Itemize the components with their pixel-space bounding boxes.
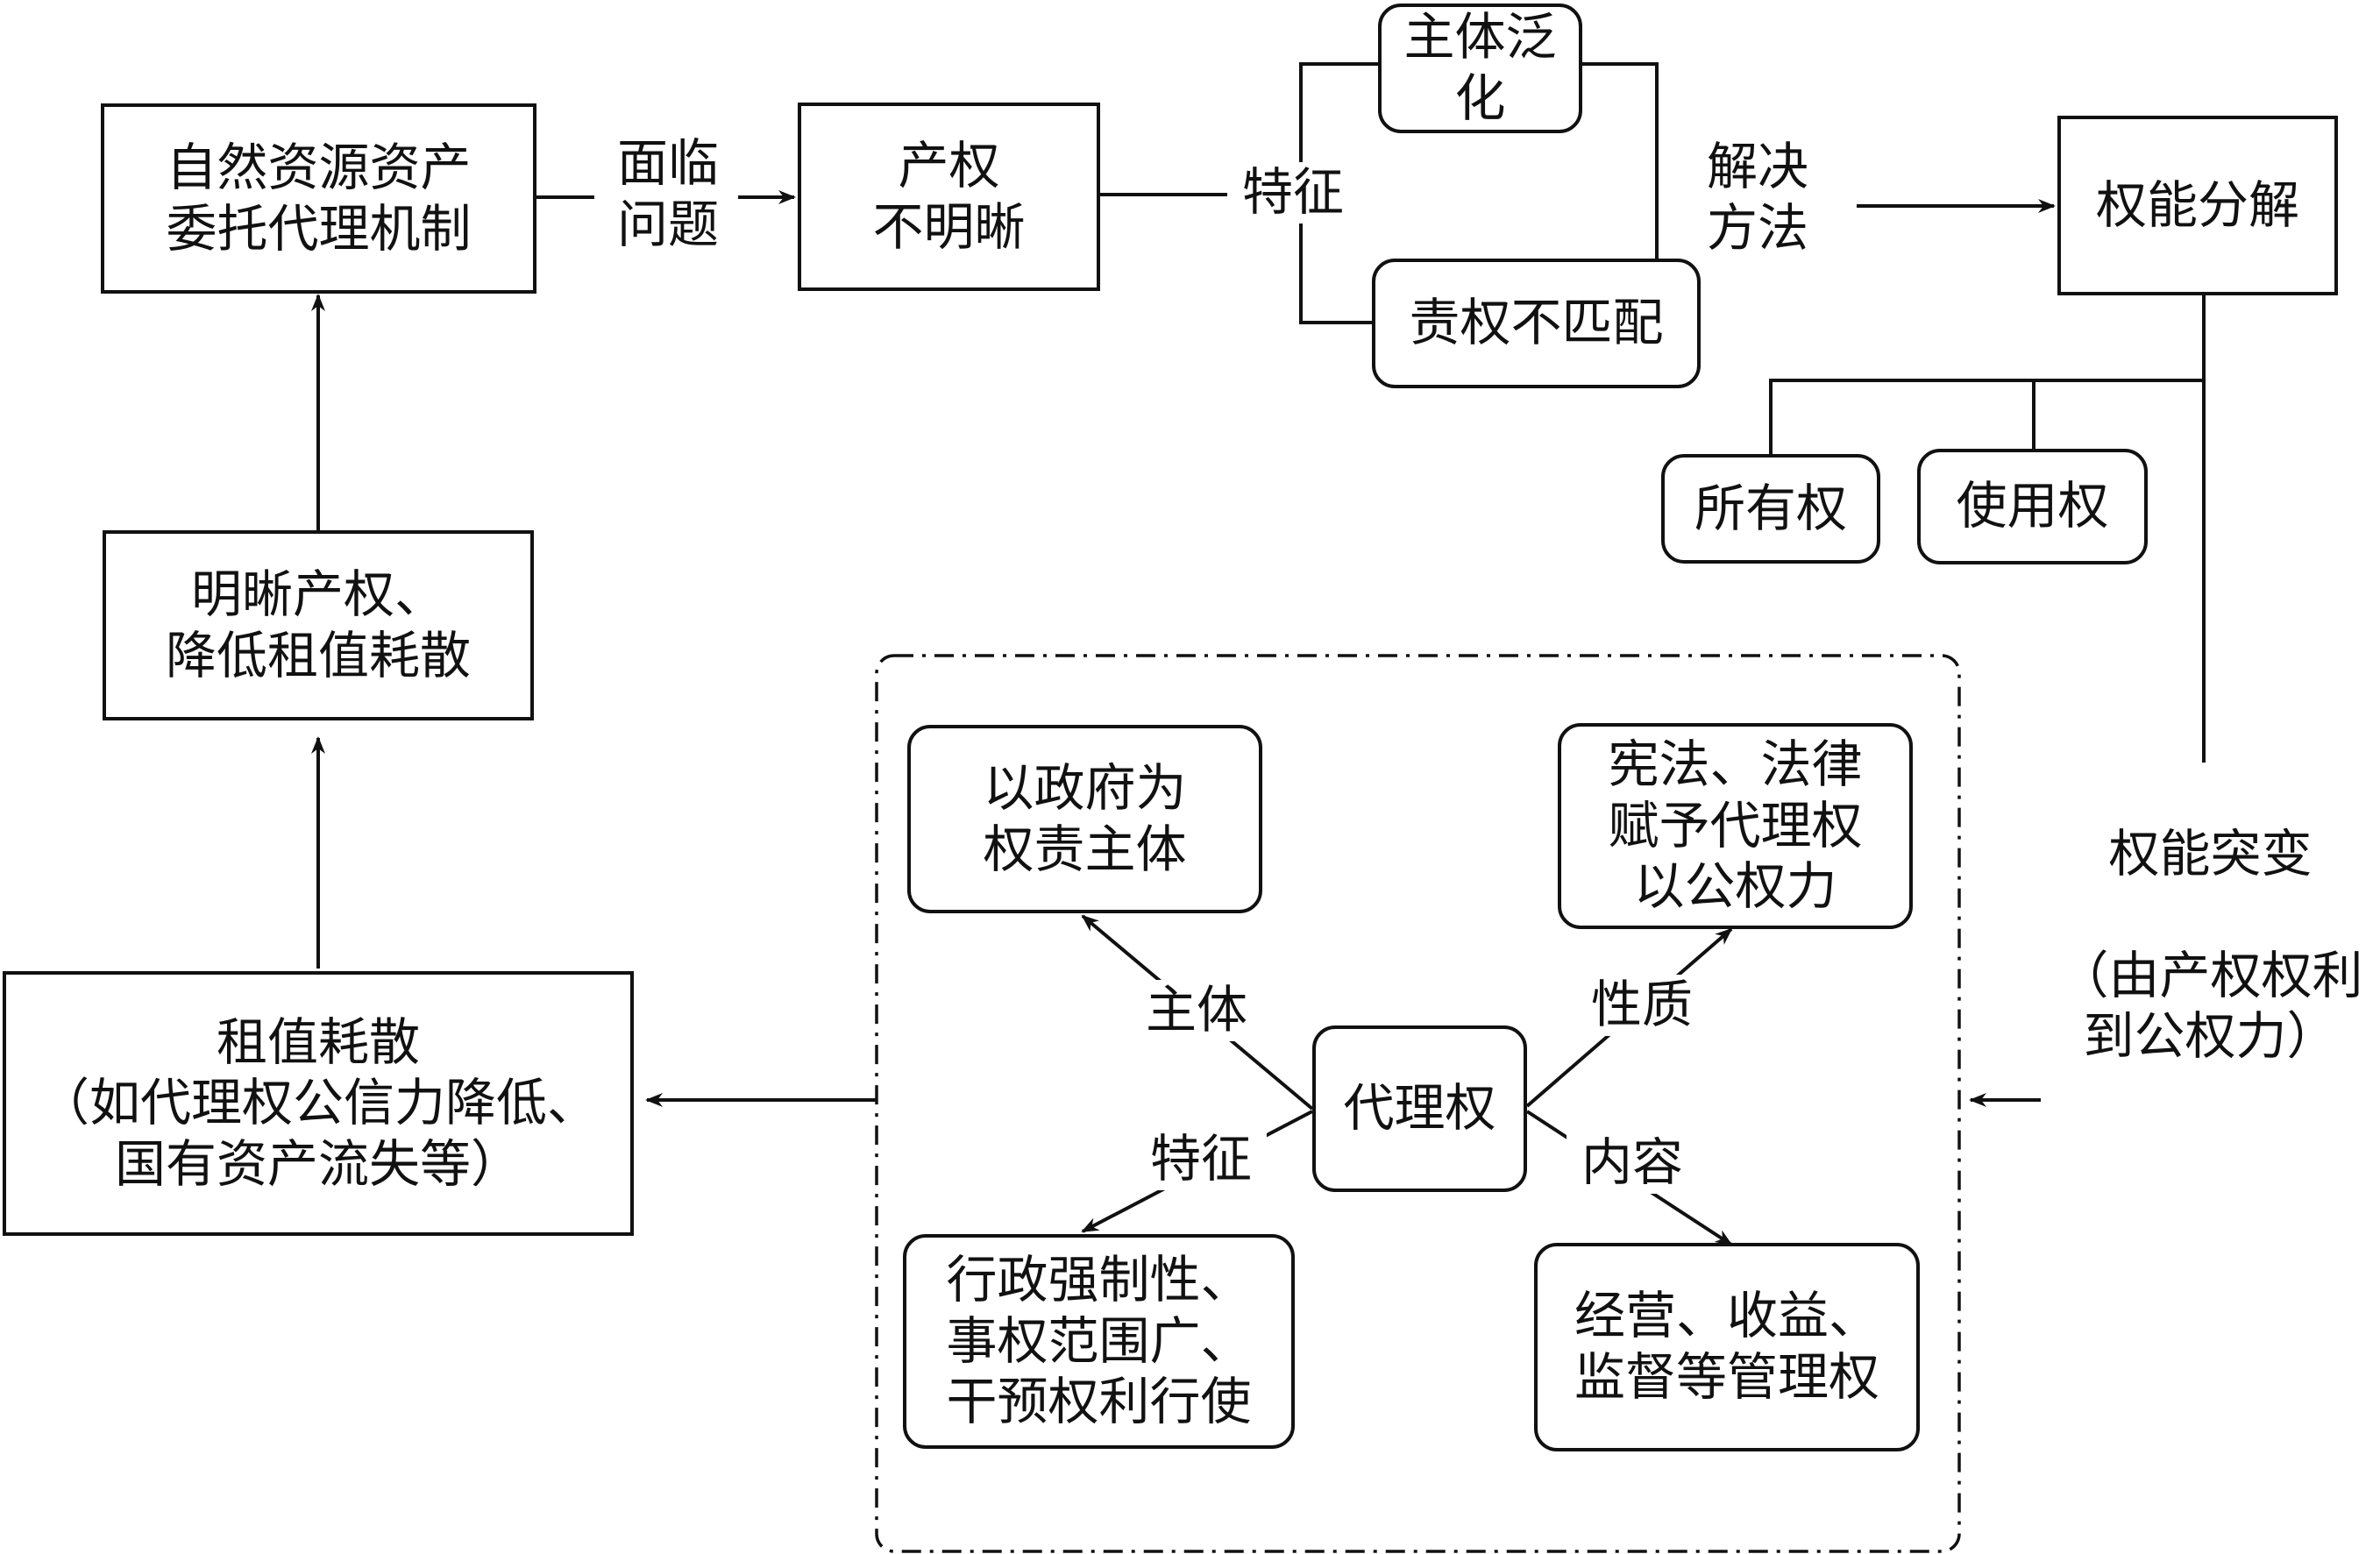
label-xingzhi: 性质 — [1576, 975, 1708, 1036]
node-cqbmx: 产权 不明晰 — [798, 103, 1100, 291]
node-zhengfu: 以政府为 权责主体 — [907, 725, 1262, 913]
node-zzhs-subtitle: （如代理权公信力降低、 国有资产流失等） — [38, 1073, 598, 1194]
label-jiejue: 解决 方法 — [1692, 137, 1823, 259]
node-zzhs: 租值耗散 （如代理权公信力降低、 国有资产流失等） — [3, 971, 634, 1236]
node-syq-own: 所有权 — [1661, 454, 1880, 564]
node-zqbpp: 责权不匹配 — [1372, 259, 1701, 388]
node-ztfh: 主体泛化 — [1378, 4, 1582, 133]
node-xianfa: 宪法、法律 赋予代理权 以公权力 — [1558, 723, 1913, 929]
label-qntb-subtitle: （由产权权利 到公权力） — [2057, 945, 2363, 1067]
label-mianlin: 面临 问题 — [616, 133, 719, 254]
node-xingzheng: 行政强制性、 事权范围广、 干预权利行使 — [903, 1234, 1295, 1449]
node-jingying: 经营、收益、 监督等管理权 — [1534, 1243, 1920, 1451]
edge-qnfj-tree — [1769, 294, 2206, 454]
node-syq-use: 使用权 — [1917, 449, 2148, 564]
daili-container — [875, 654, 1961, 1553]
node-dlq: 代理权 — [1312, 1025, 1527, 1192]
node-zzhs-title: 租值耗散 — [216, 1011, 420, 1072]
label-zhuti: 主体 — [1131, 980, 1262, 1041]
node-mxcq: 明晰产权、 降低租值耗散 — [103, 530, 534, 720]
node-qnfj: 权能分解 — [2057, 116, 2338, 295]
node-zrzy: 自然资源资产 委托代理机制 — [101, 103, 536, 294]
label-neirong: 内容 — [1567, 1132, 1698, 1194]
label-tezheng-top: 特征 — [1227, 162, 1359, 224]
label-tezheng-bottom: 特征 — [1135, 1129, 1267, 1190]
label-qntb-title: 权能突变 — [2108, 823, 2313, 883]
label-qntb: 权能突变 （由产权权利 到公权力） — [2041, 763, 2380, 1129]
